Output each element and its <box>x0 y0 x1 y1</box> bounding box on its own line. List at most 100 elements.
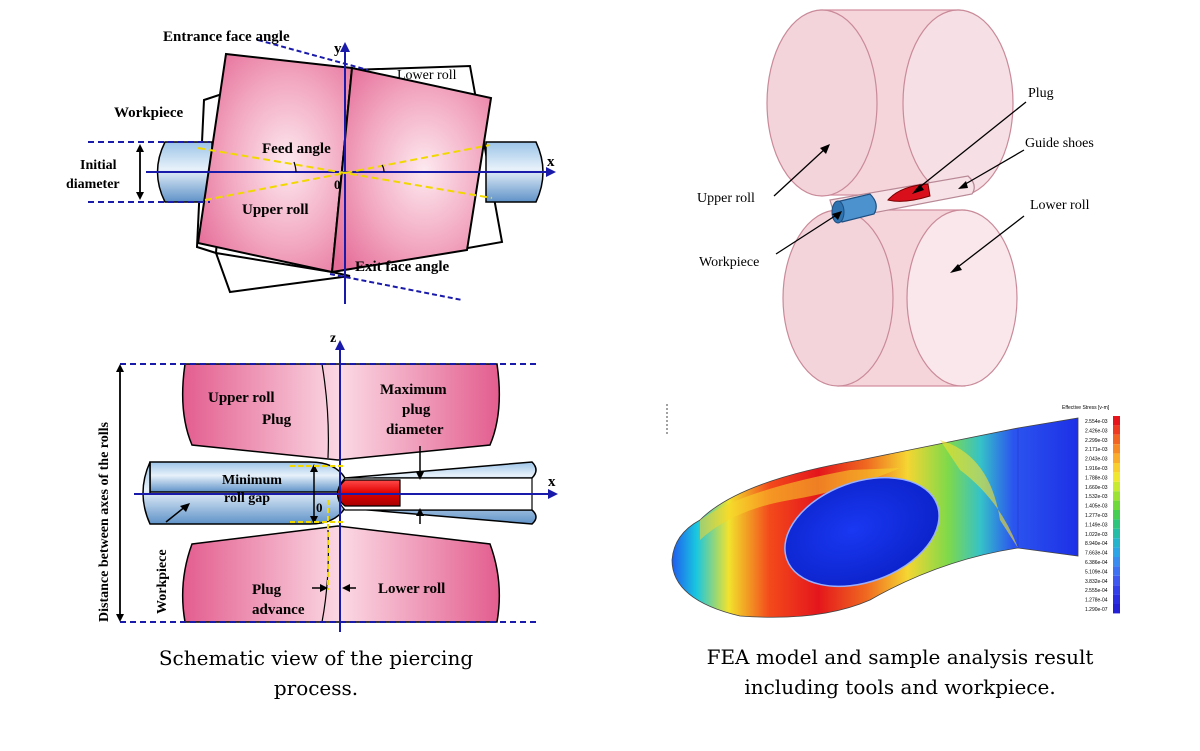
legend-value: 7.663e-04 <box>1085 551 1108 557</box>
fea-stress-result: Effective Stress [v-m] 2.554e-032.426e-0… <box>666 404 1120 618</box>
feed-angle-arc <box>293 161 297 173</box>
legend-value: 1.532e-03 <box>1085 494 1108 500</box>
legend-value: 2.299e-03 <box>1085 438 1108 444</box>
legend-swatch <box>1113 444 1120 454</box>
legend-value: 2.426e-03 <box>1085 428 1108 434</box>
workpiece-label-side: Workpiece <box>155 549 170 614</box>
arrowhead <box>416 508 424 516</box>
legend-value: 1.149e-03 <box>1085 522 1108 528</box>
legend-value: 1.022e-03 <box>1085 532 1108 538</box>
x-axis-label-bottom: x <box>548 474 556 490</box>
plan-view-diagram: Entrance face angle Lower roll Workpiece… <box>66 29 556 304</box>
arrowhead <box>548 489 558 499</box>
max-plug-label-2: plug <box>402 402 431 418</box>
legend-swatch <box>1113 416 1120 426</box>
guide-shoes-label: Guide shoes <box>1025 136 1094 151</box>
upper-roll-right-part <box>330 66 493 274</box>
arrowhead <box>116 364 124 372</box>
workpiece-label-3d: Workpiece <box>699 255 759 270</box>
max-plug-label-1: Maximum <box>380 382 447 398</box>
feed-angle-arc <box>381 164 385 173</box>
legend-swatch <box>1113 566 1120 576</box>
arrowhead <box>136 144 144 152</box>
arrowhead <box>416 472 424 480</box>
plug-advance-label-1: Plug <box>252 582 282 598</box>
workpiece-end <box>831 200 845 224</box>
legend-value: 1.277e-03 <box>1085 513 1108 519</box>
legend-value: 3.832e-04 <box>1085 579 1108 585</box>
arrowhead <box>116 614 124 622</box>
stress-legend-title: Effective Stress [v-m] <box>1062 405 1110 411</box>
legend-value: 8.940e-04 <box>1085 541 1108 547</box>
legend-value: 6.386e-04 <box>1085 560 1108 566</box>
arrowhead <box>342 584 350 592</box>
initial-diameter-label-2: diameter <box>66 177 120 192</box>
legend-value: 2.043e-03 <box>1085 457 1108 463</box>
right-caption-line2: including tools and workpiece. <box>744 675 1055 699</box>
distance-axes-label: Distance between axes of the rolls <box>97 421 112 622</box>
pointer-line <box>915 101 1027 191</box>
feed-line-1 <box>197 147 493 199</box>
legend-swatch <box>1113 557 1120 567</box>
legend-value: 2.555e-04 <box>1085 588 1108 594</box>
left-caption-line1: Schematic view of the piercing <box>159 646 473 670</box>
right-caption-line1: FEA model and sample analysis result <box>707 645 1094 669</box>
entrance-face-line <box>257 39 369 71</box>
legend-value: 2.171e-03 <box>1085 447 1108 453</box>
roll-end-face <box>902 9 1014 197</box>
side-view-diagram: z x 0 Upper roll Plug Maximum plug diame… <box>97 331 558 632</box>
feed-angle-label: Feed angle <box>262 141 331 157</box>
plug-label-3d: Plug <box>1028 86 1054 101</box>
legend-swatch <box>1113 519 1120 529</box>
pointer-line <box>953 215 1025 271</box>
arrowhead <box>958 181 968 189</box>
pointer-line <box>773 147 827 197</box>
x-axis-label-top: x <box>547 154 555 170</box>
lower-roll-label-side: Lower roll <box>378 581 445 597</box>
plug-advance-label-2: advance <box>252 602 305 618</box>
z-axis-label: z <box>330 331 336 346</box>
legend-value: 1.405e-03 <box>1085 504 1108 510</box>
stress-tube-opening <box>784 476 940 588</box>
legend-value: 1.660e-03 <box>1085 485 1108 491</box>
legend-swatch <box>1113 547 1120 557</box>
legend-swatch <box>1113 434 1120 445</box>
legend-swatch <box>1113 453 1120 463</box>
origin-label-bottom: 0 <box>316 500 323 515</box>
entrance-face-angle-label: Entrance face angle <box>163 29 290 45</box>
roll-divider <box>321 363 329 459</box>
min-roll-gap-label-1: Minimum <box>222 473 282 488</box>
arrowhead <box>546 167 556 177</box>
origin-label-top: 0 <box>334 177 341 192</box>
legend-value: 1.788e-03 <box>1085 475 1108 481</box>
legend-value: 1.916e-03 <box>1085 466 1108 472</box>
legend-swatch <box>1113 425 1120 435</box>
lower-roll-edge-bottom <box>214 251 351 294</box>
min-roll-gap-label-2: roll gap <box>224 491 270 506</box>
exit-face-angle-label: Exit face angle <box>355 259 449 275</box>
workpiece-label-top: Workpiece <box>114 105 183 121</box>
arrowhead <box>340 42 350 52</box>
roll-end-face <box>906 209 1018 387</box>
legend-value: 5.109e-04 <box>1085 569 1108 575</box>
upper-roll-label-3d: Upper roll <box>697 191 755 206</box>
arrowhead <box>950 264 962 273</box>
plug-label-side: Plug <box>262 412 292 428</box>
roll-divider <box>321 529 329 623</box>
arrowhead <box>310 464 318 472</box>
arrowhead <box>136 192 144 200</box>
arrowhead <box>832 211 842 220</box>
stress-legend: 2.554e-032.426e-032.299e-032.171e-032.04… <box>1085 416 1120 614</box>
arrowhead <box>912 184 924 194</box>
legend-swatch <box>1113 491 1120 501</box>
roll-end-face <box>766 9 878 197</box>
y-axis-label: y <box>334 41 342 57</box>
upper-roll-label-side: Upper roll <box>208 390 275 406</box>
max-plug-label-3: diameter <box>386 422 444 438</box>
lower-roll-label-top: Lower roll <box>397 68 457 83</box>
feed-line-2 <box>204 144 491 201</box>
legend-swatch <box>1113 528 1120 539</box>
arrowhead <box>180 503 190 512</box>
legend-swatch <box>1113 500 1120 510</box>
